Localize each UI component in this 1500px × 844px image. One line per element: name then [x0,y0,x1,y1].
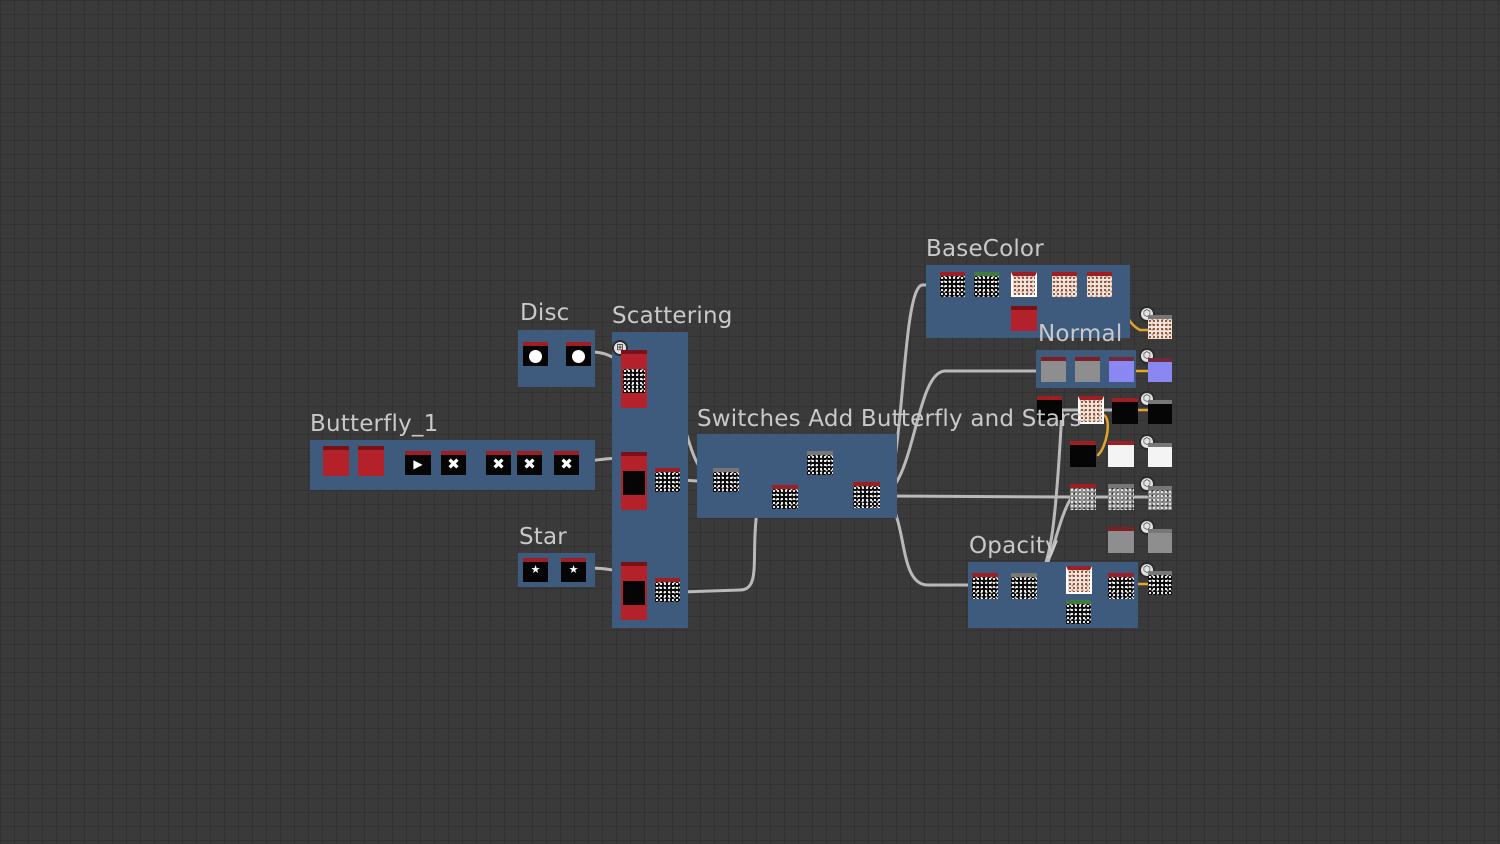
height-node-1[interactable] [1070,484,1096,510]
switch-node-2[interactable] [772,485,798,509]
height-output[interactable] [1148,486,1172,510]
basecolor-node-1[interactable] [940,272,965,297]
disc-transform-node[interactable] [566,342,591,366]
opacity-node-3[interactable] [1066,566,1092,594]
metallic-input-node[interactable] [1070,441,1096,467]
butterfly-shape-node-3[interactable] [517,451,542,475]
metallic-node[interactable] [1108,441,1134,467]
normal-node-3[interactable] [1109,357,1134,382]
scatter-node-1[interactable] [621,350,647,408]
frame-title-disc: Disc [520,300,570,326]
normal-output[interactable] [1148,358,1172,382]
roughness-node-1[interactable] [1078,396,1104,424]
scatter-node-2[interactable] [621,452,647,510]
basecolor-color-node[interactable] [1011,306,1037,331]
basecolor-output[interactable] [1148,315,1172,339]
switch-node-4[interactable] [853,482,880,508]
scatter-node-2-preview [623,471,645,495]
butterfly-shape-node-2[interactable] [486,451,511,475]
normal-node-1[interactable] [1041,357,1066,382]
wire [878,494,1072,499]
basecolor-node-4[interactable] [1052,272,1077,297]
switch-node-3[interactable] [807,451,833,475]
frame-title-opacity: Opacity [969,533,1059,559]
switch-node-1[interactable] [713,468,739,492]
roughness-node-2[interactable] [1112,398,1138,424]
frame-title-switches: Switches Add Butterfly and Stars [697,406,1082,432]
opacity-node-4[interactable] [1066,600,1091,624]
opacity-node-1[interactable] [972,573,998,599]
star-transform-node[interactable] [561,558,586,582]
star-shape-node[interactable] [523,558,548,582]
roughness-input-node[interactable] [1037,396,1062,420]
roughness-output[interactable] [1148,400,1172,424]
frame-title-basecolor: BaseColor [926,236,1044,262]
butterfly-shape-node-1[interactable] [441,451,466,475]
frame-title-normal: Normal [1038,321,1123,347]
ao-output[interactable] [1148,529,1172,553]
metallic-output[interactable] [1148,443,1172,467]
butterfly-shape-node-4[interactable] [554,451,579,475]
opacity-node-5[interactable] [1108,573,1134,599]
scatter-output-1[interactable] [655,468,680,492]
butterfly-gradient-node[interactable] [405,451,431,475]
basecolor-node-2[interactable] [974,272,999,297]
opacity-node-2[interactable] [1011,573,1037,599]
disc-shape-node[interactable] [523,342,548,366]
height-node-2[interactable] [1108,484,1134,510]
frame-title-butterfly: Butterfly_1 [310,411,439,437]
basecolor-node-3[interactable] [1011,272,1037,297]
wire-highlight [1096,413,1109,457]
scatter-node-3[interactable] [621,562,647,620]
butterfly-input-2[interactable] [358,446,384,476]
normal-node-2[interactable] [1075,357,1100,382]
scatter-output-2[interactable] [655,578,680,602]
scatter-node-3-preview [623,581,645,605]
scatter-node-1-preview [623,369,645,393]
frame-title-scattering: Scattering [612,303,733,329]
butterfly-input-1[interactable] [323,446,349,476]
opacity-output[interactable] [1148,571,1172,595]
wire [878,369,1042,498]
ao-node[interactable] [1108,527,1134,553]
basecolor-node-5[interactable] [1087,272,1112,297]
frame-title-star: Star [519,524,567,550]
